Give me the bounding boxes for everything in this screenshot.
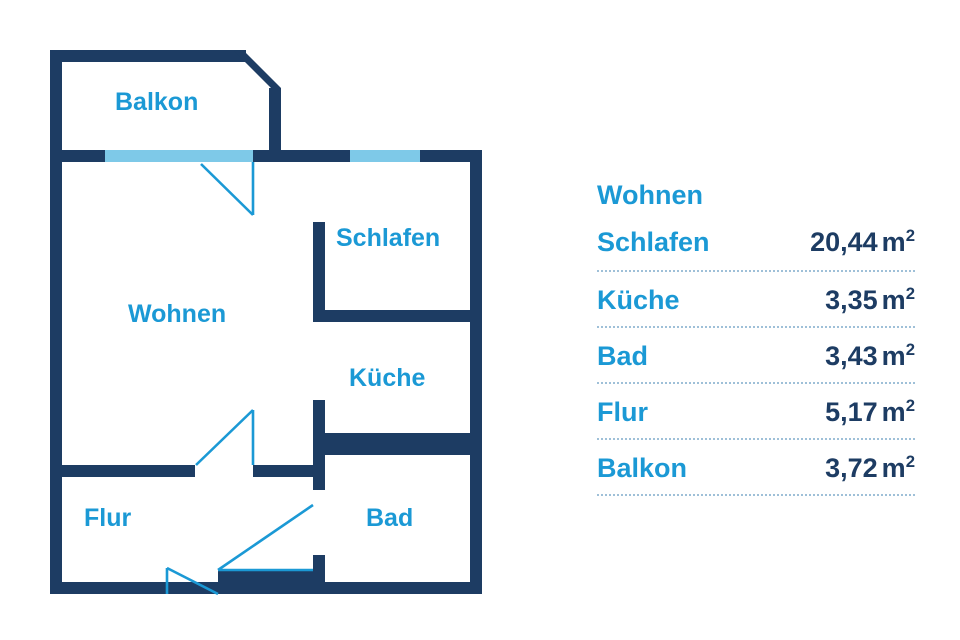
legend-name-balkon: Balkon [597,452,688,483]
room-label-kueche: Küche [349,364,426,392]
legend-value-number: 20,44 [810,227,878,257]
wall-bad-left-stub [313,555,325,594]
legend-value-number: 5,17 [825,396,878,427]
interior-walls [62,222,482,594]
door-wohnen-balkon [200,162,255,216]
wall-outer-right [470,150,482,594]
legend-value-number: 3,35 [825,284,878,315]
door-flur-bad [217,503,314,572]
floorplan-drawing [50,50,482,596]
legend-name-kueche: Küche [597,284,680,315]
legend-value-unit: m2 [881,339,915,371]
wall-balkon-top [50,50,246,62]
room-label-wohnen: Wohnen [128,300,227,328]
legend-value-number: 3,72 [825,452,878,483]
legend-value-unit: m2 [881,451,915,483]
legend-value-unit: m2 [881,283,915,315]
wall-flur-bad-bottom [218,570,325,594]
legend-name-schlafen: Schlafen [597,227,710,257]
wall-wohnen-flur [62,465,195,477]
door-swings [165,162,314,596]
top-wall-segments [62,150,482,162]
wall-balkon-left [50,50,62,150]
wall-schlafen-kueche [313,310,482,322]
wall-outer-left [50,150,62,594]
floorplan: Balkon Wohnen Schlafen Küche Bad Flur [50,50,482,596]
legend-value-unit: m2 [881,395,915,427]
door-wohnen-flur [195,409,255,466]
room-label-balkon: Balkon [115,88,199,116]
legend-name-bad: Bad [597,340,649,371]
wall-balkon-chamfer [234,50,281,98]
legend-value-unit: m2 [881,226,915,257]
legend-name-flur: Flur [597,396,648,427]
wall-flur-stub-right [253,465,313,477]
legend-value-number: 3,43 [825,340,878,371]
windows [105,150,420,162]
wall-balkon-right [269,88,281,150]
wall-top-stub-left [62,150,105,162]
legend-name-wohnen: Wohnen [597,180,703,210]
wall-top-stub-middle [253,150,350,162]
wall-kueche-bad [313,433,482,455]
window-balkon-left [105,150,253,162]
legend-names-stack: Wohnen Schlafen [597,146,710,272]
door-flur-entry [165,566,219,596]
room-label-flur: Flur [84,504,132,532]
room-label-schlafen: Schlafen [336,224,441,252]
wall-wohnen-schlafen [313,222,325,322]
window-balkon-right [350,150,420,162]
wall-top-stub-right [420,150,482,162]
room-label-bad: Bad [366,504,414,532]
